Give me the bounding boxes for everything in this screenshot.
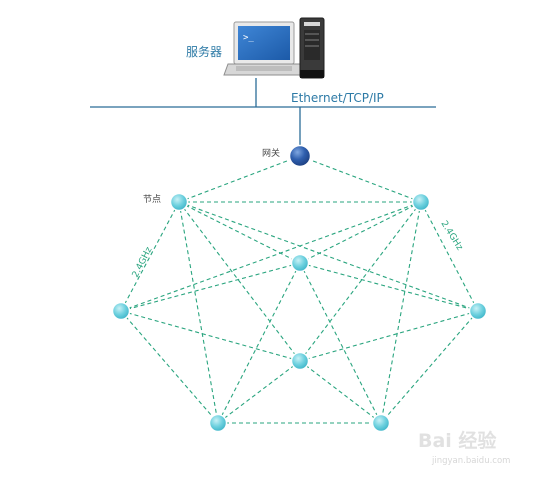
mesh-link-c2-bl — [217, 360, 301, 424]
mesh-link-tl-c2 — [178, 201, 301, 362]
mesh-link-mr-c2 — [299, 310, 479, 362]
mesh-node-bl — [208, 413, 228, 433]
mesh-link-tr-ml — [120, 201, 422, 312]
mesh-link-tl-bl — [178, 201, 219, 424]
gateway-label: 网关 — [262, 147, 280, 159]
watermark: Bai 经验 jingyan.baidu.com — [418, 429, 510, 466]
svg-text:>_: >_ — [243, 33, 254, 43]
mesh-links — [120, 155, 479, 424]
mesh-node-tr — [411, 192, 431, 212]
frequency-label-right: 2.4GHz — [438, 219, 464, 252]
mesh-link-ml-c2 — [120, 310, 301, 362]
server-label: 服务器 — [186, 44, 222, 59]
mesh-link-c2-br — [299, 360, 382, 424]
network-label: Ethernet/TCP/IP — [291, 91, 384, 105]
mesh-link-c1-br — [299, 262, 382, 424]
mesh-link-ml-bl — [120, 310, 219, 424]
mesh-node-ml — [111, 301, 131, 321]
mesh-node-c1 — [290, 253, 310, 273]
frequency-label-left: 2.4GHz — [131, 245, 155, 279]
watermark-brand: Bai 经验 — [418, 429, 497, 452]
mesh-node-mr — [468, 301, 488, 321]
mesh-link-c1-bl — [217, 262, 301, 424]
mesh-link-tr-c2 — [299, 201, 422, 362]
watermark-url: jingyan.baidu.com — [431, 456, 510, 466]
gateway-node — [288, 144, 312, 168]
mesh-link-mr-br — [380, 310, 479, 424]
mesh-link-tl-mr — [178, 201, 479, 312]
server-icon: >_ — [223, 17, 325, 79]
mesh-link-tl-c1 — [178, 201, 301, 264]
mesh-node-tl — [169, 192, 189, 212]
mesh-link-c1-ml — [120, 262, 301, 312]
mesh-node-br — [371, 413, 391, 433]
mesh-link-tr-c1 — [299, 201, 422, 264]
mesh-nodes — [111, 192, 488, 433]
mesh-link-c1-mr — [299, 262, 479, 312]
mesh-link-gw-tr — [299, 155, 422, 203]
mesh-node-c2 — [290, 351, 310, 371]
node-label: 节点 — [143, 194, 161, 205]
mesh-link-gw-tl — [178, 155, 301, 203]
mesh-link-tr-br — [380, 201, 422, 424]
mesh-link-tr-mr — [420, 201, 479, 312]
